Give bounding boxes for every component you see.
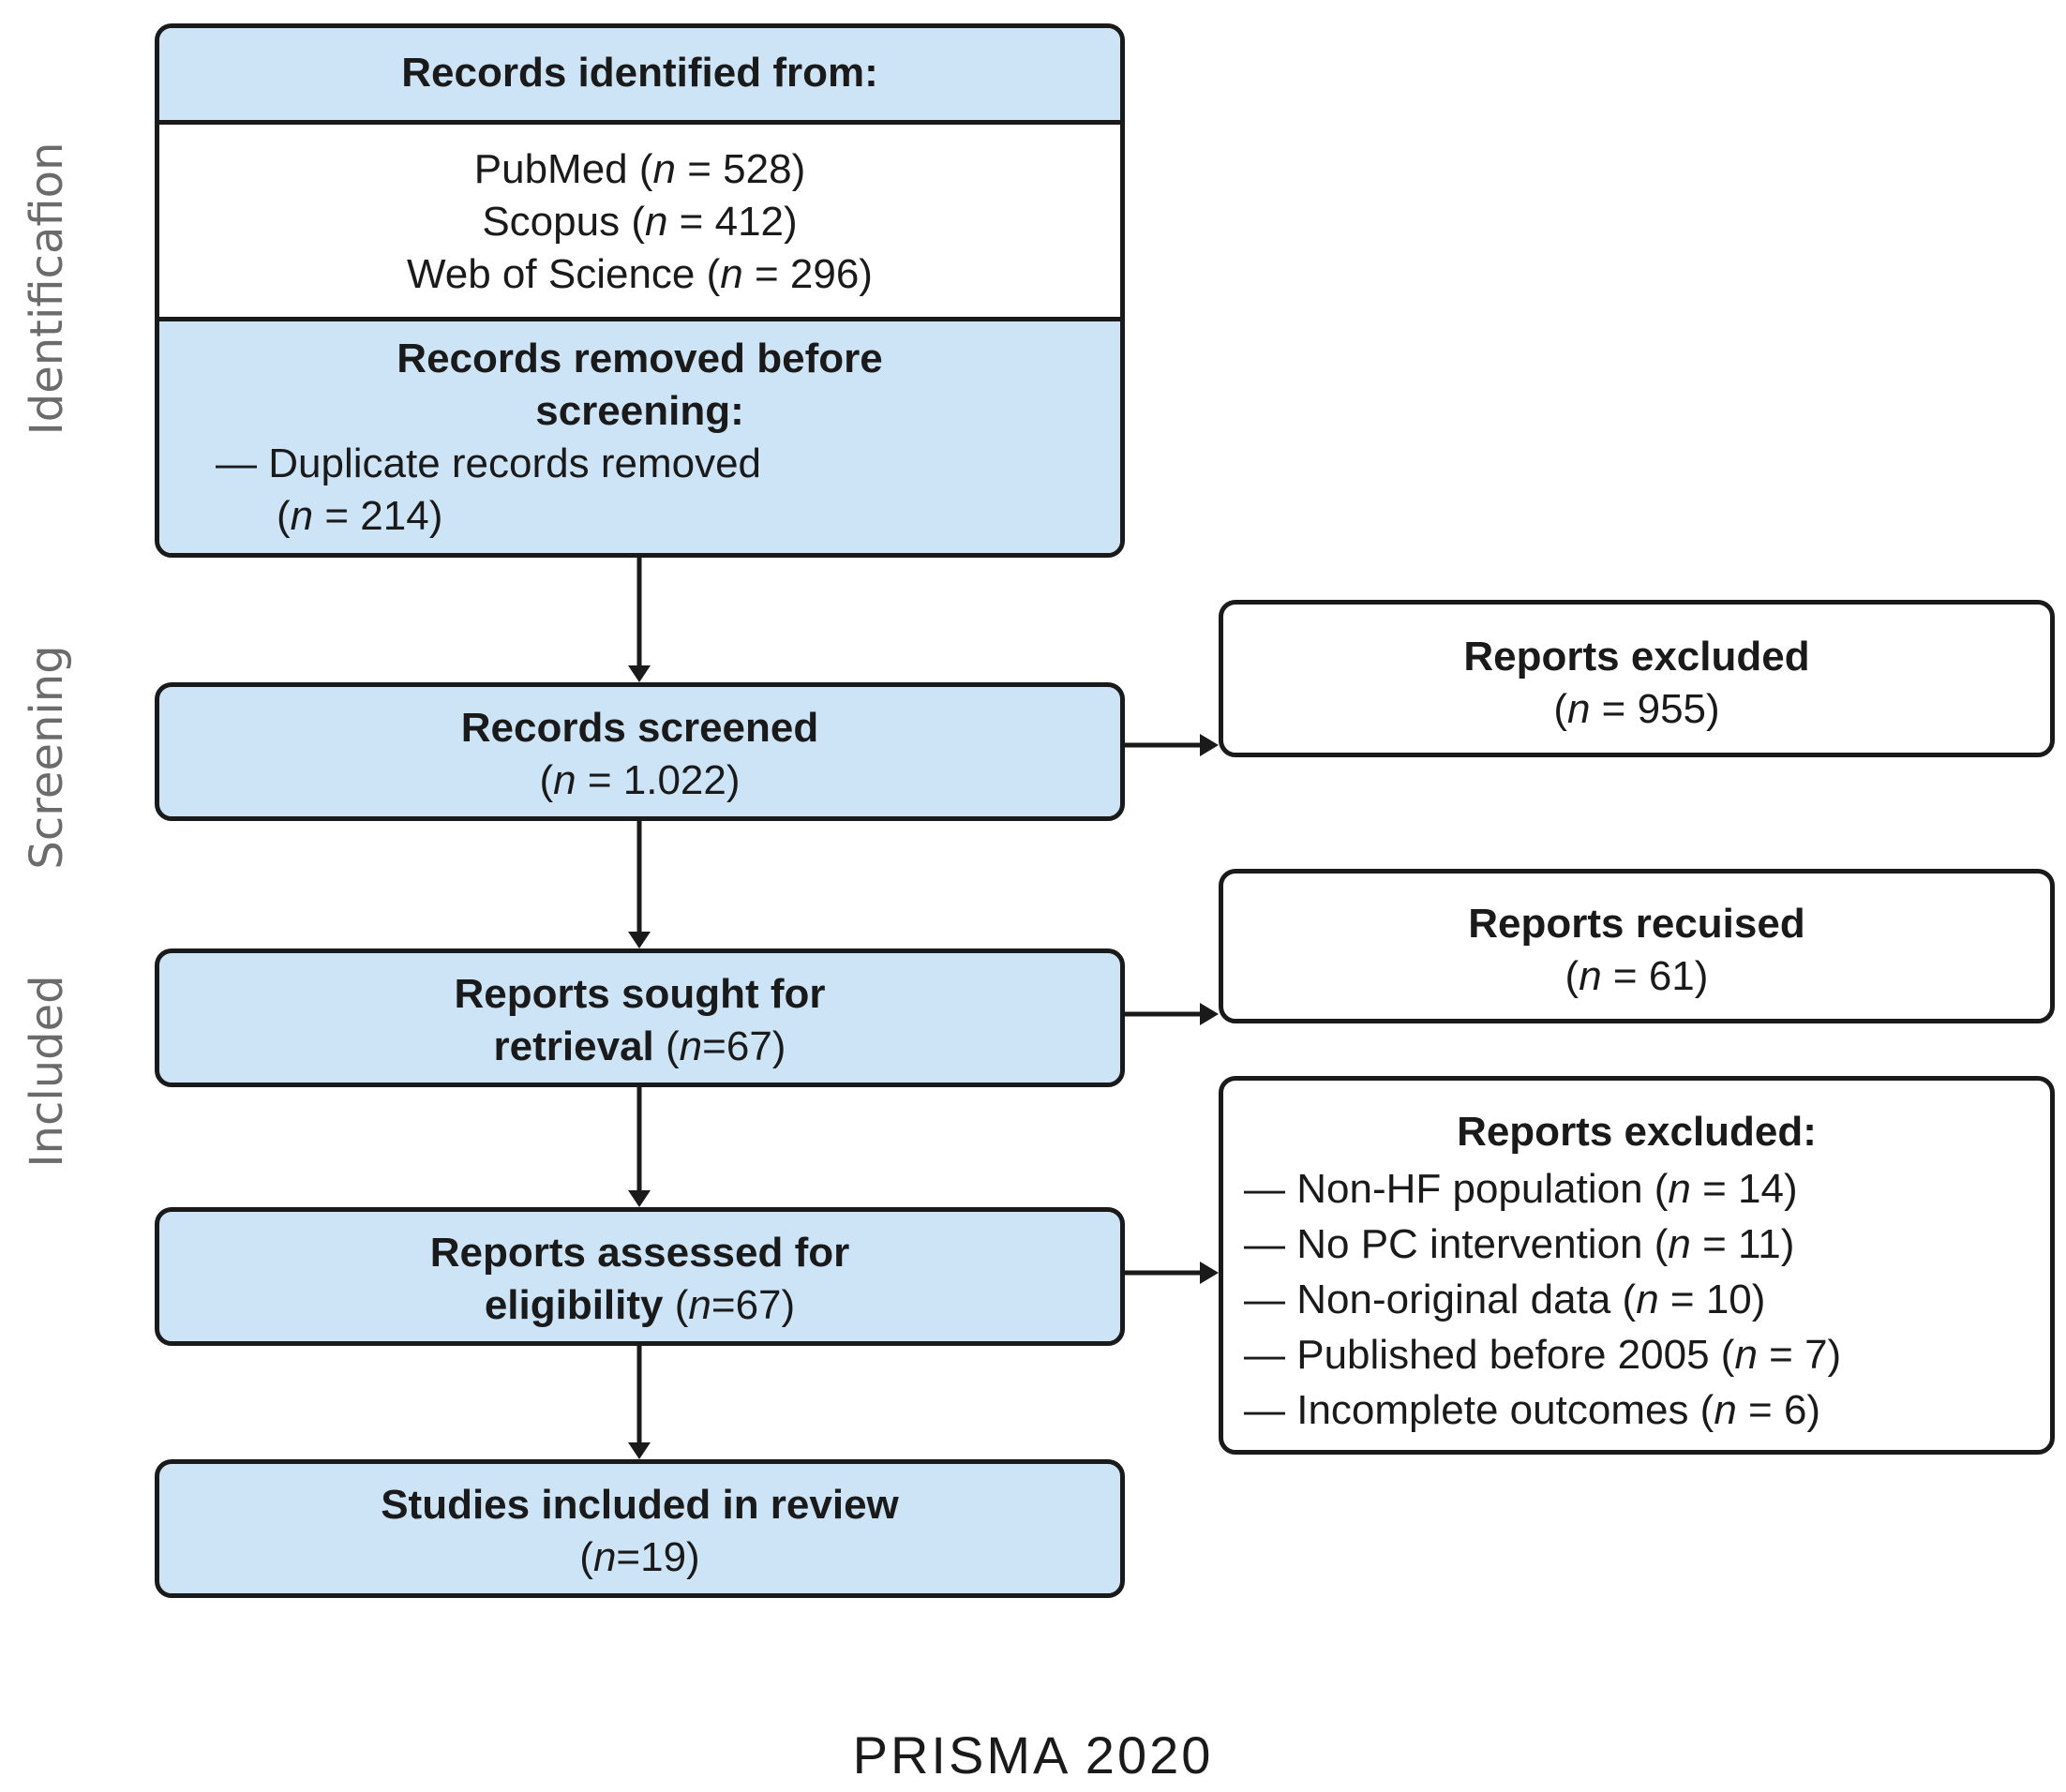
reports-excluded-reasons-box: Reports excluded: — Non-HF population (n… — [1219, 1076, 2055, 1455]
arrowhead-sought-to-assessed — [628, 1190, 651, 1207]
reports-excluded-screening-box: Reports excluded (n = 955) — [1219, 600, 2055, 757]
reason-non-original-data: — Non-original data (n = 10) — [1244, 1277, 1766, 1322]
studies-included-count: (n=19) — [579, 1534, 700, 1580]
removed-title-line-1: Records removed before — [397, 336, 883, 381]
reports-excluded-title: Reports excluded — [1463, 634, 1810, 679]
reports-assessed-title-line-1: Reports assessed for — [429, 1230, 850, 1276]
source-web-of-science: Web of Science (n = 296) — [407, 251, 873, 297]
reports-excluded-reasons-title: Reports excluded: — [1457, 1109, 1817, 1155]
reports-recused-box: Reports recuised (n = 61) — [1219, 869, 2055, 1023]
studies-included-box: Studies included in review (n=19) — [155, 1459, 1125, 1598]
reports-assessed-title-line-2: eligibility (n=67) — [484, 1282, 796, 1328]
source-scopus: Scopus (n = 412) — [482, 199, 798, 245]
reports-recused-title: Reports recuised — [1468, 901, 1805, 947]
arrowhead-assessed-to-excluded-reasons — [1200, 1262, 1219, 1284]
records-screened-count: (n = 1.022) — [539, 757, 741, 803]
reason-published-before-2005: — Published before 2005 (n = 7) — [1244, 1332, 1842, 1378]
removed-item: — Duplicate records removed — [216, 441, 762, 486]
reports-sought-title-line-1: Reports sought for — [454, 971, 826, 1017]
arrowhead-sought-to-recused — [1200, 1003, 1219, 1025]
reports-sought-title-line-2: retrieval (n=67) — [493, 1023, 786, 1069]
source-pubmed: PubMed (n = 528) — [473, 146, 806, 192]
arrowhead-screened-to-excluded — [1200, 734, 1219, 756]
identification-box: Records identified from: PubMed (n = 528… — [155, 23, 1125, 558]
arrowhead-identification-to-screened — [628, 665, 651, 682]
removed-before-screening: Records removed before screening: — Dupl… — [159, 317, 1120, 553]
reason-no-pc-intervention: — No PC intervention (n = 11) — [1244, 1221, 1795, 1267]
arrowhead-assessed-to-included — [628, 1442, 651, 1459]
studies-included-title: Studies included in review — [381, 1482, 899, 1528]
footer-prisma-label: PRISMA 2020 — [852, 1725, 1214, 1785]
records-screened-box: Records screened (n = 1.022) — [155, 682, 1125, 821]
removed-title-line-2: screening: — [535, 388, 744, 434]
reports-recused-count: (n = 61) — [1564, 953, 1709, 999]
identified-sources: PubMed (n = 528) Scopus (n = 412) Web of… — [159, 120, 1120, 317]
records-screened-title: Records screened — [460, 705, 819, 751]
reports-sought-box: Reports sought for retrieval (n=67) — [155, 948, 1125, 1087]
arrowhead-screened-to-sought — [628, 932, 651, 948]
reports-assessed-box: Reports assessed for eligibility (n=67) — [155, 1207, 1125, 1346]
identified-header: Records identified from: — [159, 28, 1120, 120]
removed-count: (n = 214) — [277, 493, 443, 539]
identified-title: Records identified from: — [401, 50, 878, 96]
reason-non-hf-population: — Non-HF population (n = 14) — [1244, 1166, 1798, 1212]
reason-incomplete-outcomes: — Incomplete outcomes (n = 6) — [1244, 1387, 1821, 1433]
reports-excluded-count: (n = 955) — [1553, 686, 1720, 732]
